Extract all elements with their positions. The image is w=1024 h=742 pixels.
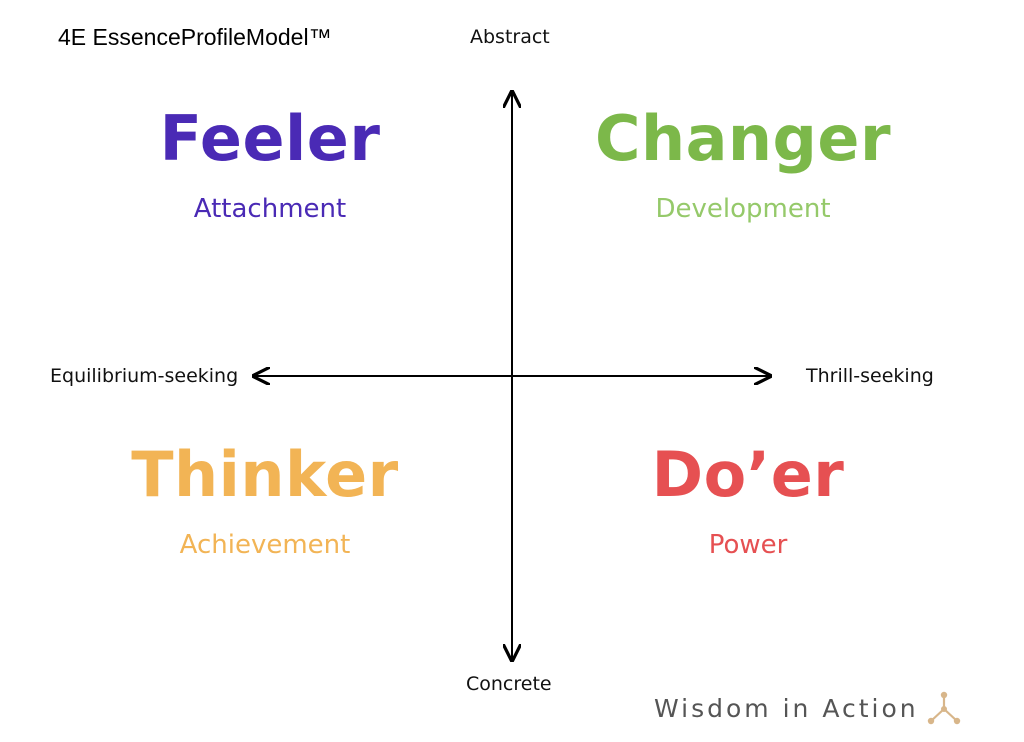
brand: Wisdom in Action <box>654 688 961 728</box>
axis-label-abstract: Abstract <box>470 26 550 48</box>
feeler-name: Feeler <box>159 102 381 175</box>
axis-label-concrete: Concrete <box>466 673 552 695</box>
brand-text: Wisdom in Action <box>654 693 919 723</box>
quadrant-thinker: Thinker Achievement <box>45 438 485 561</box>
quadrant-doer: Do’er Power <box>528 438 968 561</box>
tri-node-logo-icon <box>927 691 960 725</box>
doer-need: Power <box>708 530 788 560</box>
axis-label-equilibrium-seeking: Equilibrium-seeking <box>50 365 239 387</box>
changer-name: Changer <box>594 102 892 175</box>
thinker-need: Achievement <box>179 530 351 560</box>
changer-need: Development <box>655 194 831 224</box>
feeler-need: Attachment <box>193 194 347 224</box>
quadrant-changer: Changer Development <box>523 102 963 225</box>
thinker-name: Thinker <box>131 438 399 511</box>
model-title: 4E EssenceProfileModel™ <box>58 24 332 50</box>
quadrant-feeler: Feeler Attachment <box>50 102 490 225</box>
doer-name: Do’er <box>651 438 845 511</box>
axis-label-thrill-seeking: Thrill-seeking <box>806 365 934 387</box>
